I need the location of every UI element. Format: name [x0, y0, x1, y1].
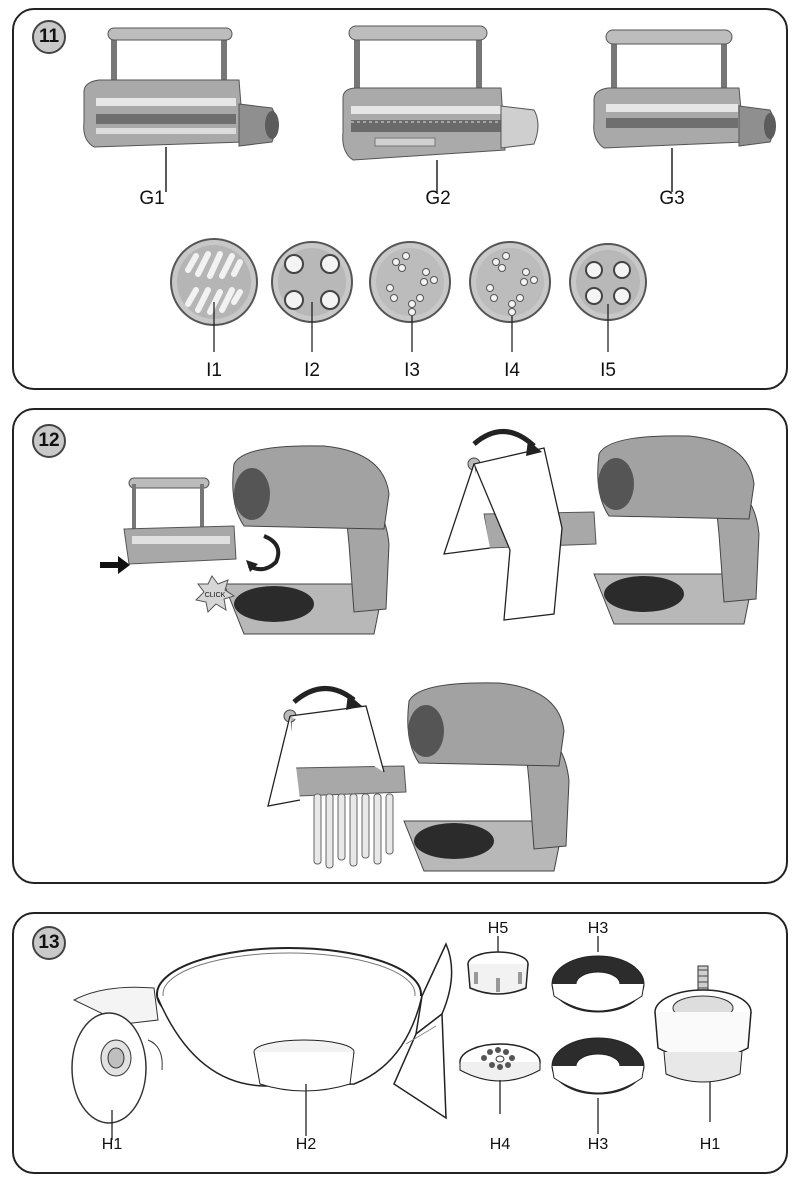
label-i2: I2 — [304, 360, 320, 381]
label-g1: G1 — [139, 188, 165, 209]
click-text: CLICK — [205, 592, 226, 599]
h3-cones-illustration — [551, 936, 645, 1134]
pasta-roller-g2-illustration — [342, 25, 539, 192]
h2-funnel-illustration — [156, 942, 453, 1136]
label-h3-bottom: H3 — [587, 1136, 609, 1153]
feed-dough-illustration — [443, 429, 760, 625]
h4-plate-illustration — [459, 1043, 541, 1114]
pasta-roller-g1-illustration — [83, 27, 279, 192]
pasta-roller-g3-illustration — [593, 29, 776, 192]
label-h2: H2 — [295, 1136, 317, 1153]
h1-left-disc-illustration — [71, 986, 163, 1140]
h1-right-body-illustration — [654, 965, 752, 1122]
h5-ring-illustration — [467, 936, 529, 995]
disc-i4-icon — [469, 241, 551, 352]
label-g2: G2 — [425, 188, 451, 209]
disc-i2-icon — [271, 241, 353, 352]
disc-i1-icon — [170, 238, 258, 352]
label-h4: H4 — [489, 1136, 511, 1153]
label-h1-right: H1 — [699, 1136, 721, 1153]
label-i3: I3 — [404, 360, 420, 381]
label-i4: I4 — [504, 360, 520, 381]
step-badge-11: 11 — [32, 20, 66, 54]
panel-13: 13 H1 H2 H5 — [12, 912, 788, 1174]
label-g3: G3 — [659, 188, 685, 209]
disc-i3-icon — [369, 241, 451, 352]
label-h1-left: H1 — [101, 1136, 123, 1153]
step-badge-12: 12 — [32, 424, 66, 458]
step-badge-13: 13 — [32, 926, 66, 960]
pasta-discs-illustration — [170, 238, 647, 352]
label-h3-top: H3 — [587, 920, 609, 937]
label-h5: H5 — [487, 920, 509, 937]
panel-11: 11 G1 G2 G3 — [12, 8, 788, 390]
label-i1: I1 — [206, 360, 222, 381]
attach-roller-illustration: CLICK — [100, 445, 390, 635]
label-i5: I5 — [600, 360, 616, 381]
cut-pasta-illustration — [267, 682, 570, 872]
disc-i5-icon — [569, 243, 647, 352]
panel-12: 12 CLICK — [12, 408, 788, 884]
